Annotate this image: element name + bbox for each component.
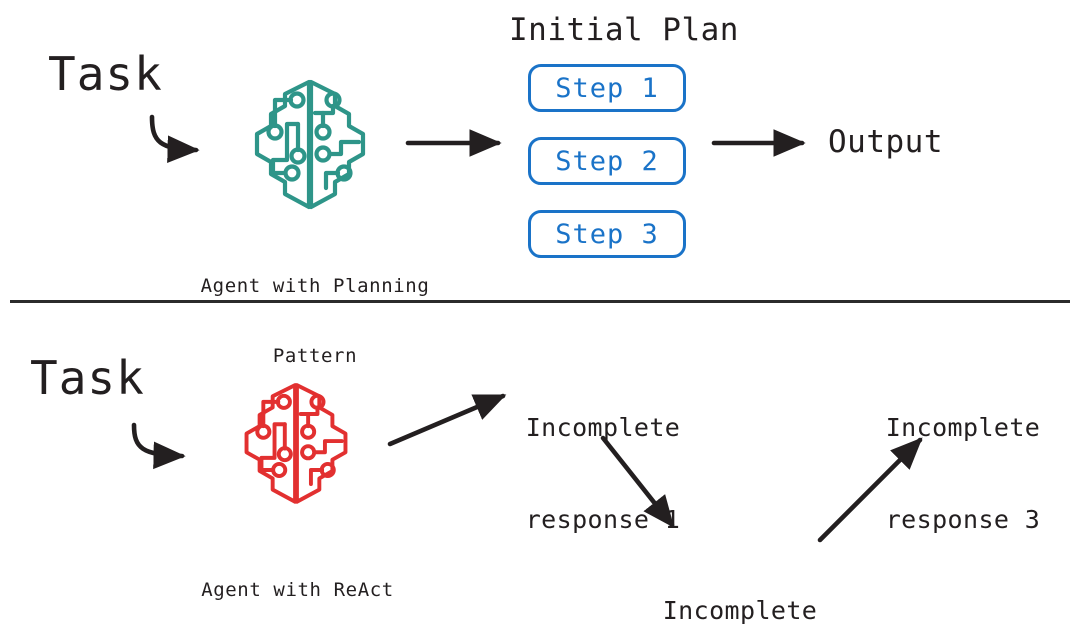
- react-agent-caption: Agent with ReAct Pattern: [180, 533, 415, 625]
- planning-task-to-agent-arrow: [149, 114, 200, 163]
- initial-plan-title: Initial Plan: [509, 12, 739, 48]
- incomplete-response-1-line1: Incomplete: [525, 413, 681, 442]
- step-box-1-label: Step 1: [555, 72, 659, 104]
- incomplete-response-3-line2: response 3: [885, 504, 1041, 534]
- incomplete-response-2: Incomplete response 2: [650, 535, 830, 625]
- incomplete-response-3: Incomplete response 3: [873, 352, 1053, 596]
- step-box-3-label: Step 3: [555, 218, 659, 250]
- planning-agent-caption: Agent with Planning Pattern: [175, 229, 455, 414]
- react-agent-caption-line1: Agent with ReAct: [201, 579, 394, 602]
- step-box-2-label: Step 2: [555, 145, 659, 177]
- output-label: Output: [828, 124, 943, 160]
- incomplete-response-1-line2: response 1: [525, 504, 681, 534]
- planning-task-label: Task: [48, 47, 163, 101]
- incomplete-response-3-line1: Incomplete: [885, 413, 1041, 442]
- teal-brain-circuit-icon: [235, 68, 385, 218]
- planning-agent-caption-line1: Agent with Planning: [200, 275, 430, 298]
- step-box-3[interactable]: Step 3: [528, 210, 686, 258]
- step-box-1[interactable]: Step 1: [528, 64, 686, 112]
- step-box-2[interactable]: Step 2: [528, 137, 686, 185]
- react-task-label: Task: [30, 351, 145, 405]
- planning-agent-caption-line2: Pattern: [272, 344, 358, 367]
- section-divider: [10, 300, 1070, 303]
- red-brain-circuit-icon: [226, 372, 366, 512]
- react-task-to-agent-arrow: [131, 422, 186, 470]
- incomplete-response-2-line1: Incomplete: [662, 596, 818, 625]
